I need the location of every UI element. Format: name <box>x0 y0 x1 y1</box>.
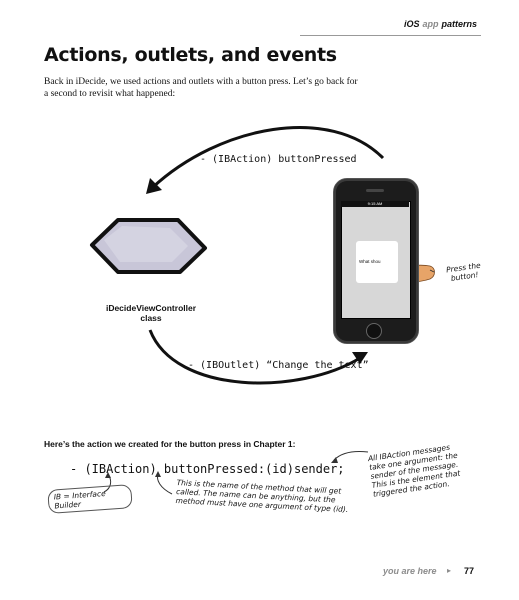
intro-paragraph: Back in iDecide, we used actions and out… <box>44 77 358 99</box>
class-name: iDecideViewController <box>105 303 197 313</box>
footer-arrow-icon: ▸ <box>447 566 452 575</box>
action-arrow <box>150 126 385 190</box>
action-arrow-label: - (IBAction) buttonPressed <box>200 154 357 165</box>
chapter-reference: Here’s the action we created for the but… <box>44 439 296 449</box>
header-rule <box>300 35 481 36</box>
controller-class-label: iDecideViewController class <box>96 303 206 323</box>
outlet-arrow <box>148 329 361 385</box>
decide-button <box>356 241 398 283</box>
header-emphasis: app <box>422 19 439 29</box>
code-snippet: - (IBAction) buttonPressed:(id)sender; <box>70 462 345 476</box>
outlet-arrow-label: - (IBOutlet) “Change the text” <box>188 360 369 371</box>
home-button-icon <box>366 323 382 339</box>
class-word: class <box>140 313 162 323</box>
action-arrowhead <box>146 178 162 194</box>
page-title: Actions, outlets, and events <box>44 44 337 66</box>
header-suffix: patterns <box>441 19 477 29</box>
status-bar: 9:15 AM <box>341 201 409 207</box>
outlet-arrowhead <box>352 352 368 364</box>
decide-button-label: What shou <box>359 259 381 264</box>
msg-pointer <box>333 451 369 461</box>
footer-label: you are here <box>383 566 437 576</box>
page-number: 77 <box>464 566 475 576</box>
speaker-slot <box>366 189 384 192</box>
header-prefix: iOS <box>403 19 420 29</box>
running-header: iOS app patterns <box>404 19 477 29</box>
